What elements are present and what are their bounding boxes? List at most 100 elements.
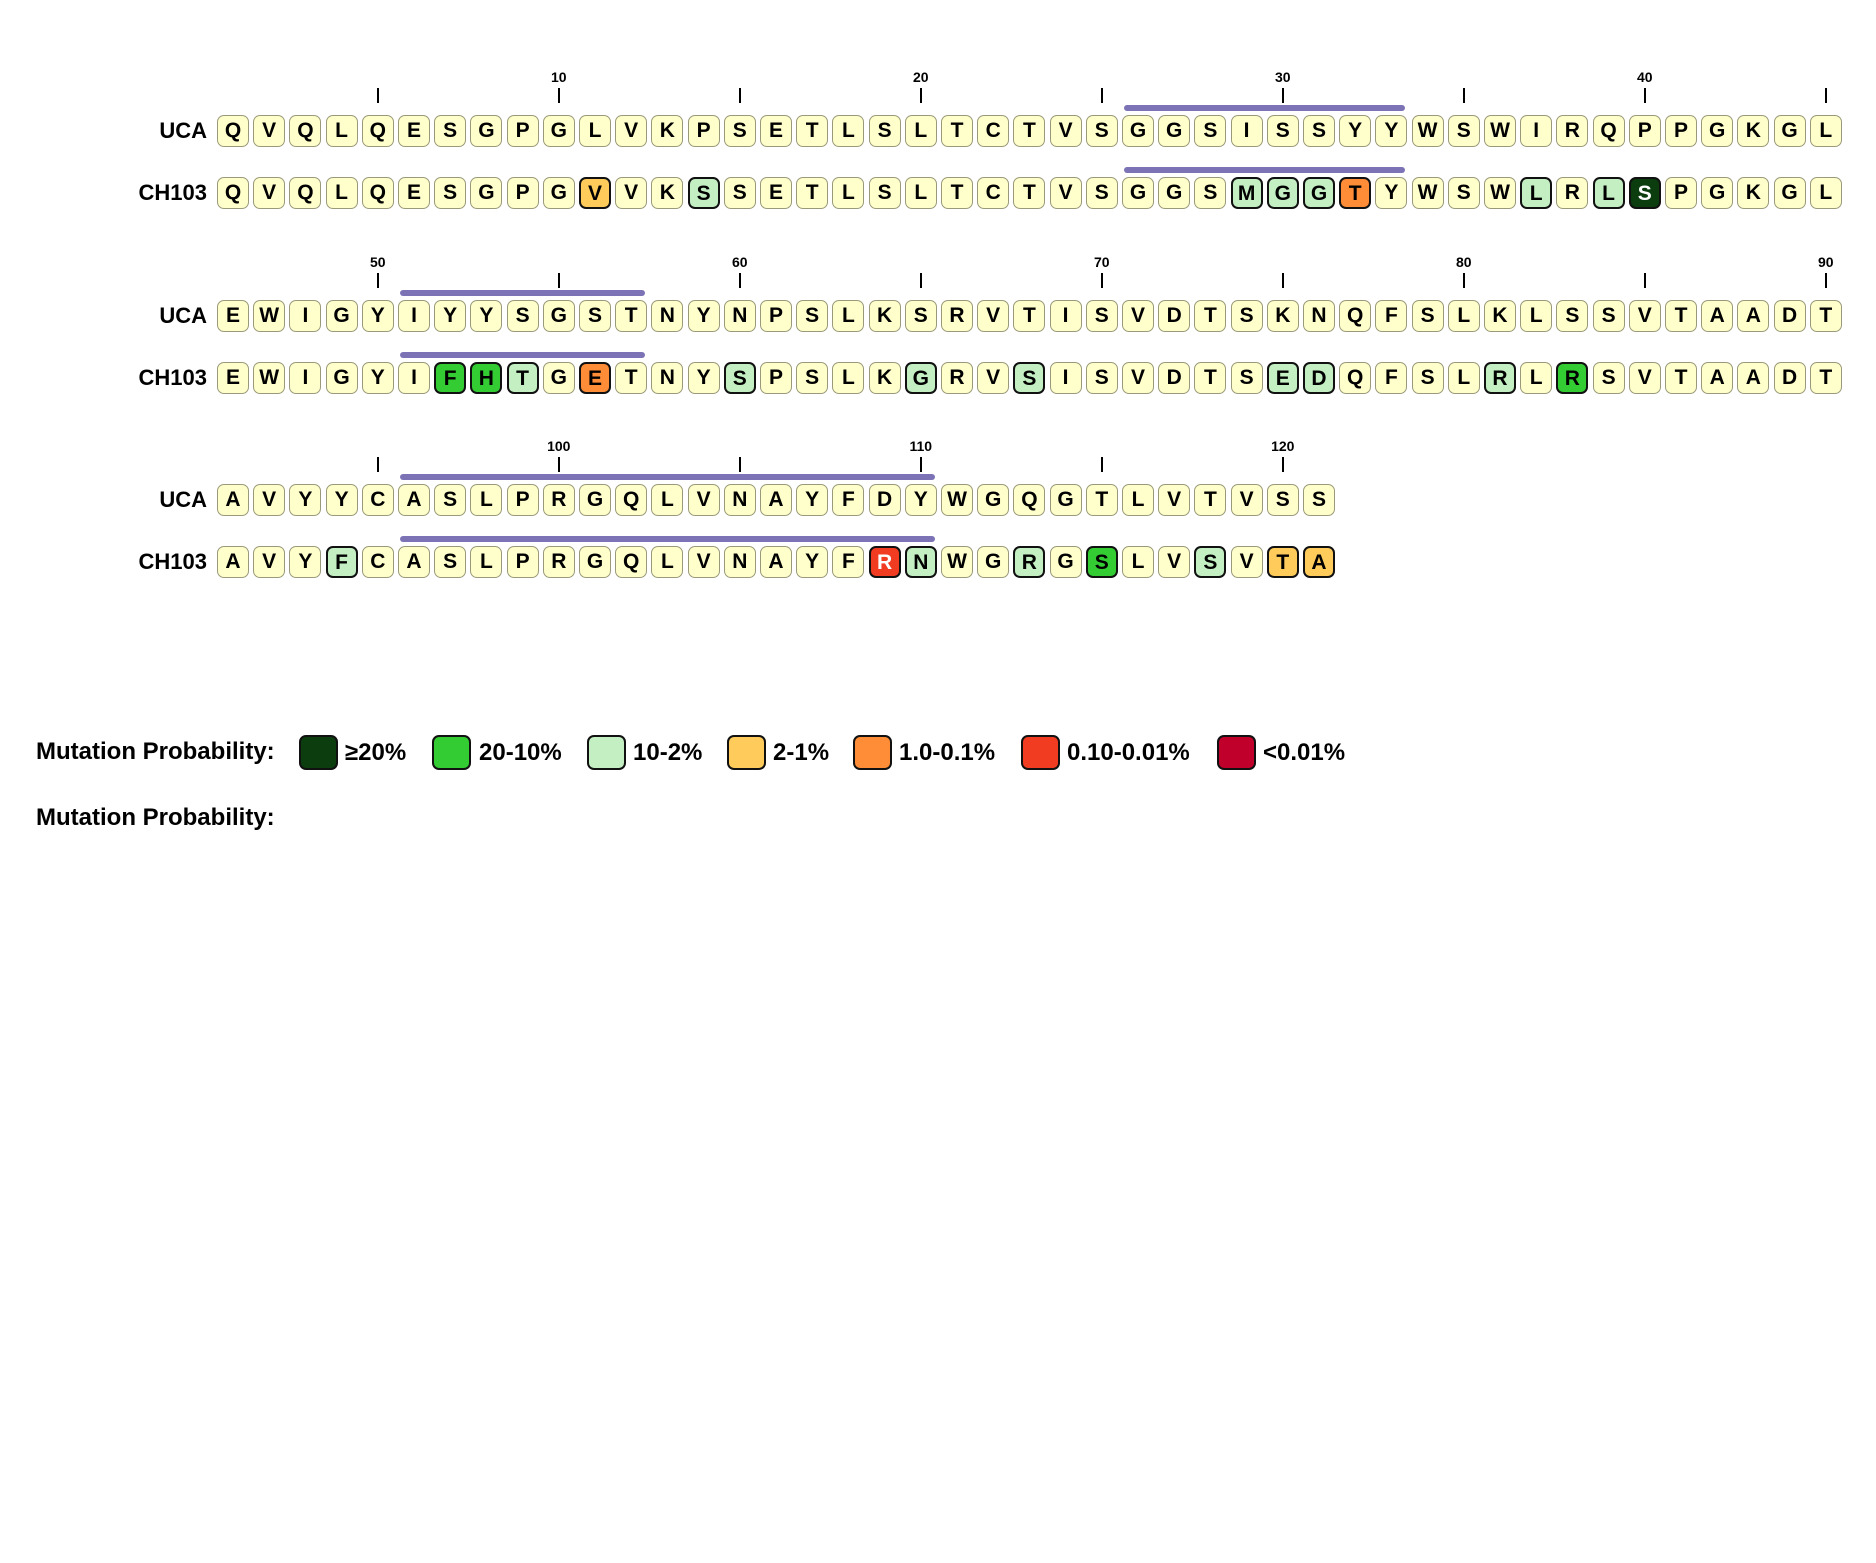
position-tick: [919, 273, 922, 288]
cdr-region-bar: [400, 474, 935, 480]
mutated-row-label: CH103: [138, 365, 207, 390]
position-tick: [557, 457, 560, 472]
conserved-residue: Y: [687, 362, 720, 394]
conserved-residue: V: [253, 546, 286, 578]
conserved-residue: T: [1665, 362, 1697, 394]
reference-residue: L: [1809, 115, 1842, 147]
conserved-residue: R: [542, 546, 575, 578]
reference-residue: G: [977, 484, 1010, 516]
legend-swatch: [1021, 735, 1060, 770]
reference-residue: K: [1266, 300, 1299, 332]
reference-residue: L: [325, 115, 358, 147]
position-tick: [557, 273, 560, 288]
reference-residue: Q: [1013, 484, 1046, 516]
conserved-residue: E: [760, 177, 792, 209]
position-tick: [738, 273, 741, 288]
conserved-residue: G: [1773, 177, 1806, 209]
legend-label: 10-2%: [633, 739, 703, 766]
conserved-residue: T: [1013, 177, 1046, 209]
conserved-residue: S: [434, 177, 467, 209]
reference-residue: S: [1194, 115, 1227, 147]
reference-residue: G: [542, 300, 575, 332]
position-tick: [376, 457, 379, 472]
mutated-row-label: CH103: [138, 549, 207, 574]
conserved-residue: C: [977, 177, 1010, 209]
conserved-residue: L: [470, 546, 503, 578]
conserved-residue: G: [579, 546, 611, 578]
conserved-residue: L: [1520, 362, 1553, 394]
position-tick-label: 20: [913, 69, 929, 85]
reference-residue: P: [760, 300, 792, 332]
reference-row-label: UCA: [159, 303, 207, 328]
conserved-residue: V: [1122, 362, 1154, 394]
reference-residue: D: [1158, 300, 1191, 332]
reference-residue: S: [1303, 115, 1335, 147]
legend-swatch: [587, 735, 626, 770]
reference-residue: S: [796, 300, 829, 332]
cdr-region-bar: [400, 290, 646, 296]
conserved-residue: I: [1049, 362, 1082, 394]
position-tick: [738, 457, 741, 472]
legend-swatch: [299, 735, 338, 770]
position-tick: [1100, 457, 1103, 472]
conserved-residue: S: [1194, 177, 1227, 209]
reference-residue: V: [977, 300, 1010, 332]
position-tick: [1281, 88, 1284, 103]
reference-residue: S: [1303, 484, 1335, 516]
reference-residue: R: [1556, 115, 1589, 147]
mutated-residue: T: [1339, 177, 1372, 209]
conserved-residue: V: [1158, 546, 1191, 578]
conserved-residue: Q: [289, 177, 322, 209]
conserved-residue: T: [615, 362, 648, 394]
mutated-residue: S: [1085, 546, 1118, 578]
reference-residue: Y: [470, 300, 503, 332]
reference-residue: V: [1049, 115, 1082, 147]
legend-label: 20-10%: [479, 739, 562, 766]
reference-residue: S: [904, 300, 937, 332]
mutated-residue: E: [1266, 362, 1299, 394]
reference-residue: F: [832, 484, 865, 516]
reference-row-label: UCA: [159, 487, 207, 512]
conserved-residue: S: [796, 362, 829, 394]
reference-residue: I: [1230, 115, 1263, 147]
reference-residue: G: [325, 300, 358, 332]
conserved-residue: W: [941, 546, 973, 578]
reference-residue: S: [434, 115, 467, 147]
conserved-residue: W: [1484, 177, 1516, 209]
mutated-residue: S: [687, 177, 720, 209]
reference-residue: T: [1194, 484, 1227, 516]
reference-residue: C: [361, 484, 394, 516]
reference-residue: T: [941, 115, 973, 147]
reference-residue: E: [398, 115, 430, 147]
reference-residue: G: [579, 484, 611, 516]
reference-residue: I: [398, 300, 430, 332]
mutated-residue: V: [579, 177, 611, 209]
reference-residue: N: [651, 300, 684, 332]
conserved-residue: Q: [361, 177, 394, 209]
conserved-residue: S: [1411, 362, 1444, 394]
reference-residue: Q: [1339, 300, 1372, 332]
reference-residue: Q: [289, 115, 322, 147]
position-tick: [1643, 88, 1646, 103]
reference-residue: N: [723, 484, 756, 516]
position-tick: [738, 88, 741, 103]
conserved-residue: E: [217, 362, 249, 394]
mutated-residue: S: [723, 362, 756, 394]
reference-residue: Y: [687, 300, 720, 332]
position-tick: [1100, 88, 1103, 103]
reference-residue: Y: [904, 484, 937, 516]
position-tick: [376, 273, 379, 288]
legend-title-secondary: Mutation Probability:: [36, 804, 275, 831]
conserved-residue: V: [687, 546, 720, 578]
reference-residue: Y: [796, 484, 829, 516]
reference-residue: T: [796, 115, 829, 147]
reference-residue: S: [1085, 115, 1118, 147]
reference-residue: N: [723, 300, 756, 332]
mutated-residue: S: [1628, 177, 1661, 209]
reference-residue: V: [1122, 300, 1154, 332]
conserved-residue: A: [1737, 362, 1770, 394]
reference-residue: S: [1266, 115, 1299, 147]
position-tick: [376, 88, 379, 103]
conserved-residue: S: [1447, 177, 1480, 209]
